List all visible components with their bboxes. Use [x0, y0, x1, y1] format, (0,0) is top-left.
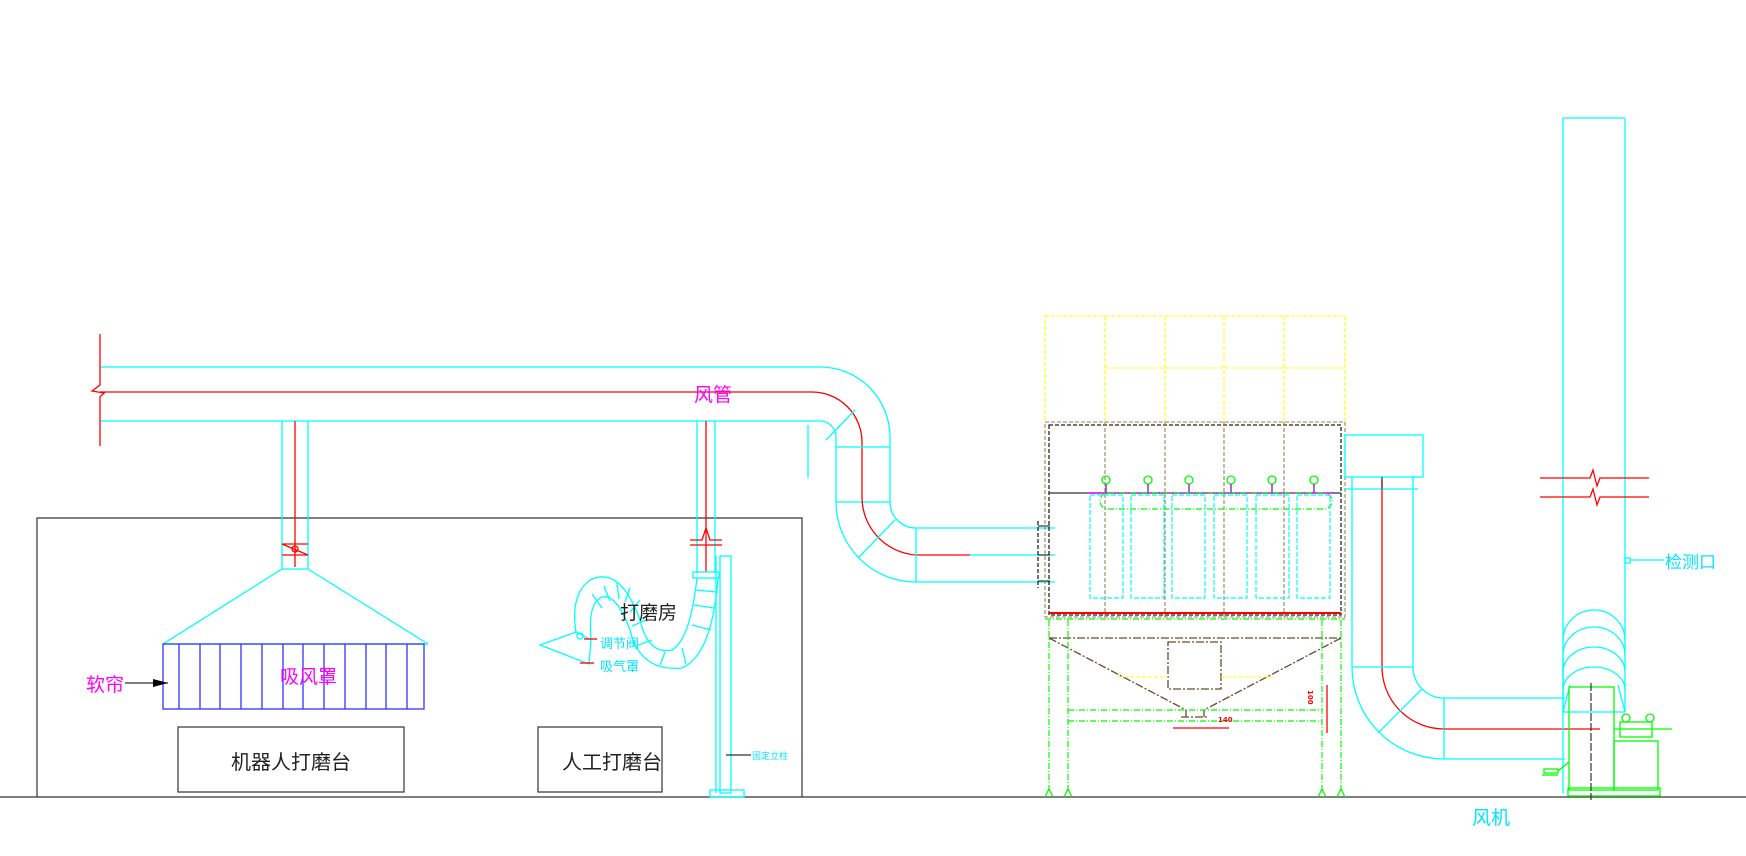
- dust-collector: [1044, 315, 1346, 798]
- robot-table: [177, 726, 405, 793]
- robot-hood-branch: [162, 421, 429, 645]
- main-duct: [90, 334, 1055, 588]
- grinding-room-wall: [36, 517, 803, 797]
- flex-arm-branch: [538, 421, 751, 798]
- outlet-duct: [1344, 434, 1600, 760]
- break-symbol: [90, 334, 106, 446]
- break-symbol: [1540, 467, 1649, 489]
- arrow-icon: [153, 679, 168, 687]
- manual-table: [537, 726, 663, 793]
- fan-unit: [1542, 683, 1672, 800]
- exhaust-stack: [1540, 117, 1664, 793]
- soft-curtain: [162, 643, 425, 710]
- pulse-valves: [1101, 475, 1319, 493]
